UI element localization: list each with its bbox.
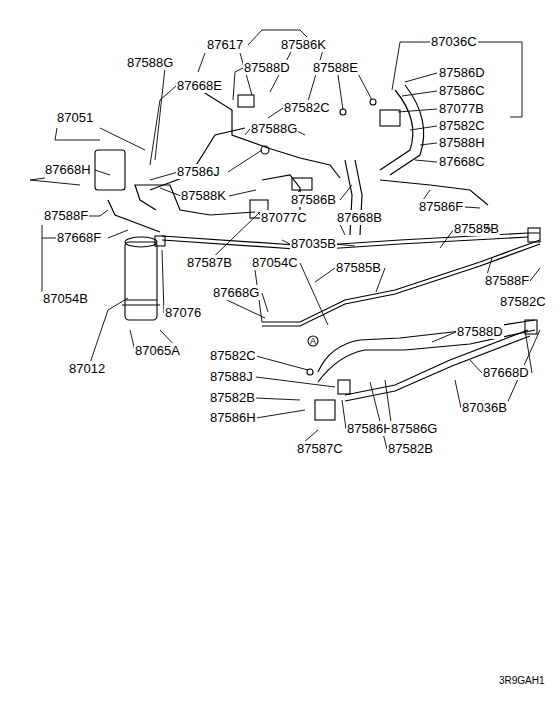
part-number: 87586H <box>346 421 394 436</box>
part-number: 87668C <box>438 154 486 169</box>
part-number: 87582B <box>387 441 434 456</box>
part-number: 87585B <box>335 260 382 275</box>
part-number: 87586K <box>280 37 327 52</box>
part-number: 87065A <box>134 343 181 358</box>
refrigerant-pipes <box>108 85 540 401</box>
part-number: 87586H <box>209 410 257 425</box>
part-number: 87586C <box>438 83 486 98</box>
part-number: 87587C <box>296 441 344 456</box>
part-number: 87588D <box>456 324 504 339</box>
part-number: 87582C <box>209 348 257 363</box>
part-number: 87054C <box>251 255 299 270</box>
part-number: 87588D <box>243 60 291 75</box>
part-number: 87668D <box>482 365 530 380</box>
part-number: 87582C <box>438 118 486 133</box>
leader-lines <box>30 30 540 449</box>
components <box>95 63 540 420</box>
part-number: 87582B <box>209 390 256 405</box>
part-number: 87051 <box>56 110 94 125</box>
part-number: 87586F <box>418 199 464 214</box>
part-number: 87077C <box>260 210 308 225</box>
part-number: 87587B <box>186 255 233 270</box>
part-number: 87588F <box>484 273 530 288</box>
part-number: 87668F <box>56 230 102 245</box>
part-number: 87668H <box>44 162 92 177</box>
part-number: 87668E <box>176 78 223 93</box>
part-number: 87586G <box>390 421 438 436</box>
connection-marker: A <box>485 223 491 233</box>
part-number: 87588H <box>438 135 486 150</box>
part-number: 87035B <box>290 236 337 251</box>
part-number: 87585B <box>453 221 500 236</box>
part-number: 87036C <box>430 34 478 49</box>
part-number: 87012 <box>68 361 106 376</box>
part-number: 87588J <box>209 369 254 384</box>
part-number: 87588E <box>312 60 359 75</box>
part-number: 87668B <box>336 210 383 225</box>
part-number: 87582C <box>499 294 547 309</box>
part-number: 87582C <box>283 100 331 115</box>
part-number: 87586J <box>176 164 221 179</box>
drawing-code: 3R9GAH1 <box>498 675 546 687</box>
part-number: 87076 <box>164 305 202 320</box>
part-number: 87588G <box>250 121 298 136</box>
part-number: 87588G <box>126 55 174 70</box>
part-number: 87077B <box>438 101 485 116</box>
connection-marker: A <box>310 336 316 346</box>
part-number: 87617 <box>206 37 244 52</box>
part-number: 87054B <box>42 291 89 306</box>
part-number: 87036B <box>461 400 508 415</box>
part-number: 87588F <box>43 208 89 223</box>
part-number: 87586D <box>438 65 486 80</box>
part-number: 87586B <box>290 192 337 207</box>
part-number: 87588K <box>180 188 227 203</box>
part-number: 87668G <box>212 285 260 300</box>
